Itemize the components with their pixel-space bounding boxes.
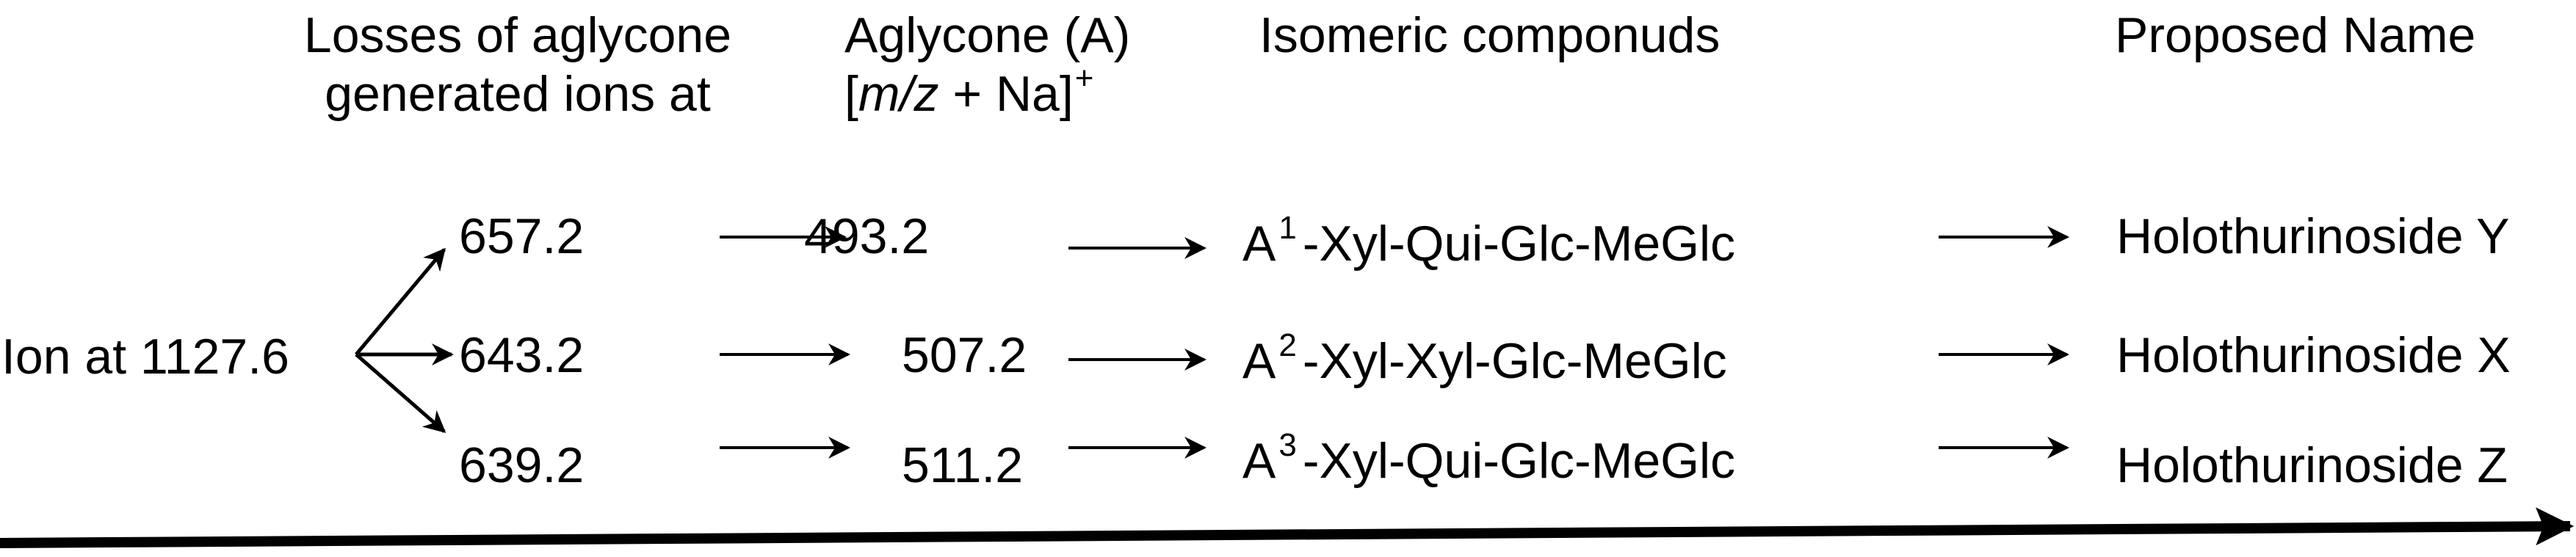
aglycone-index-3: 3 xyxy=(1278,427,1297,463)
aglycone-ion-2: 507.2 xyxy=(902,327,1027,383)
header-aglycone-na: + Na] xyxy=(938,66,1074,122)
isomer-compound-3: A3-Xyl-Qui-Glc-MeGlc xyxy=(1242,429,1736,489)
header-proposed: Proposed Name xyxy=(2115,6,2475,65)
proposed-name-3: Holothurinoside Z xyxy=(2116,437,2508,493)
header-proposed-label: Proposed Name xyxy=(2115,7,2476,63)
proposed-name-2: Holothurinoside X xyxy=(2116,327,2511,383)
source-ion-label: Ion at 1127.6 xyxy=(1,329,289,385)
branch-arrow-up xyxy=(355,247,446,356)
sugar-chain-1: -Xyl-Qui-Glc-MeGlc xyxy=(1302,216,1736,272)
header-aglycone-line2: [m/z + Na]+ xyxy=(844,60,1130,130)
header-aglycone-mz: m/z xyxy=(858,66,939,122)
branch-arrow-down xyxy=(355,353,446,433)
aglycone-letter-3: A xyxy=(1242,433,1276,489)
header-losses-line2: generated ions at xyxy=(325,66,711,122)
aglycone-letter-1: A xyxy=(1242,216,1276,272)
header-aglycone-line1: Aglycone (A) xyxy=(844,7,1131,63)
loss-ion-3: 639.2 xyxy=(459,437,585,493)
long-bottom-arrow xyxy=(0,507,2575,548)
header-isomeric: Isomeric componuds xyxy=(1259,6,1720,65)
aglycone-letter-2: A xyxy=(1242,333,1276,389)
header-isomeric-label: Isomeric componuds xyxy=(1259,7,1721,63)
header-losses-line1: Losses of aglycone xyxy=(303,7,732,63)
aglycone-ion-3: 511.2 xyxy=(902,437,1024,493)
header-aglycone: Aglycone (A) [m/z + Na]+ xyxy=(844,6,1130,130)
aglycone-index-2: 2 xyxy=(1278,327,1297,363)
sugar-chain-3: -Xyl-Qui-Glc-MeGlc xyxy=(1302,433,1736,489)
isomer-compound-1: A1-Xyl-Qui-Glc-MeGlc xyxy=(1242,212,1736,272)
header-aglycone-charge: + xyxy=(1074,60,1094,96)
header-aglycone-bracket: [ xyxy=(844,66,858,122)
isomer-compound-2: A2-Xyl-Xyl-Glc-MeGlc xyxy=(1242,330,1727,389)
header-losses: Losses of aglycone generated ions at xyxy=(261,6,775,123)
loss-ion-2: 643.2 xyxy=(459,327,585,383)
aglycone-index-1: 1 xyxy=(1278,210,1297,246)
loss-ion-1: 657.2 xyxy=(459,208,585,264)
sugar-chain-2: -Xyl-Xyl-Glc-MeGlc xyxy=(1302,333,1727,389)
proposed-name-1: Holothurinoside Y xyxy=(2116,208,2510,264)
